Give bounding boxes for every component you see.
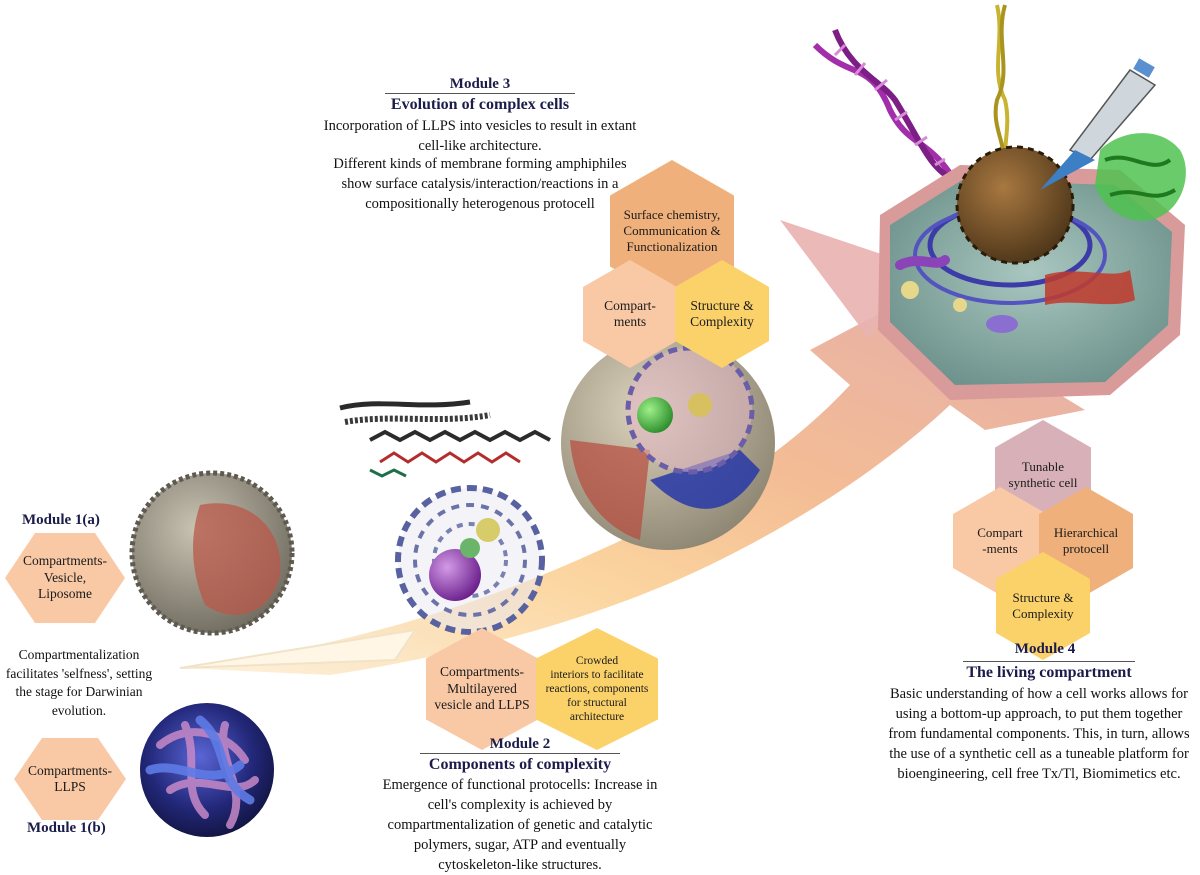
module1b-heading: Module 1(b) bbox=[27, 820, 106, 836]
llps-illustration bbox=[140, 703, 274, 837]
module2-heading: Module 2 bbox=[489, 736, 551, 752]
module3-description-1: Incorporation of LLPS into vesicles to r… bbox=[323, 118, 637, 154]
vesicle-illustration bbox=[129, 470, 295, 636]
module4-description: Basic understanding of how a cell works … bbox=[888, 686, 1190, 782]
complex-protocell bbox=[561, 336, 775, 550]
module3-heading: Module 3 bbox=[449, 76, 511, 92]
pipette bbox=[1040, 58, 1157, 190]
evolution-arrow bbox=[179, 220, 1085, 675]
module4-heading: Module 4 bbox=[1014, 641, 1076, 657]
module2-description: Emergence of functional protocells: Incr… bbox=[382, 777, 658, 873]
protein-structure bbox=[1095, 133, 1186, 221]
module1-description: Compartmentalization facilitates 'selfne… bbox=[5, 647, 153, 718]
module1a-heading: Module 1(a) bbox=[22, 512, 100, 528]
dna-helix-purple bbox=[812, 28, 963, 192]
module2-subheading: Components of complexity bbox=[420, 753, 620, 774]
cage-protocell bbox=[395, 485, 545, 635]
hex-compartments-m3: Compart- ments bbox=[583, 260, 677, 368]
dna-helix-yellow bbox=[993, 4, 1010, 172]
hex-compartments-llps: Compartments- LLPS bbox=[14, 738, 126, 820]
hex-compartments-vesicle: Compartments- Vesicle, Liposome bbox=[5, 533, 125, 623]
polymer-strands bbox=[339, 399, 551, 478]
module3-subheading: Evolution of complex cells bbox=[385, 93, 575, 114]
module3-description-2: Different kinds of membrane forming amph… bbox=[333, 156, 627, 212]
hex-structure-m3: Structure & Complexity bbox=[675, 260, 769, 368]
module4-subheading: The living compartment bbox=[963, 661, 1135, 682]
living-cell bbox=[878, 145, 1185, 400]
